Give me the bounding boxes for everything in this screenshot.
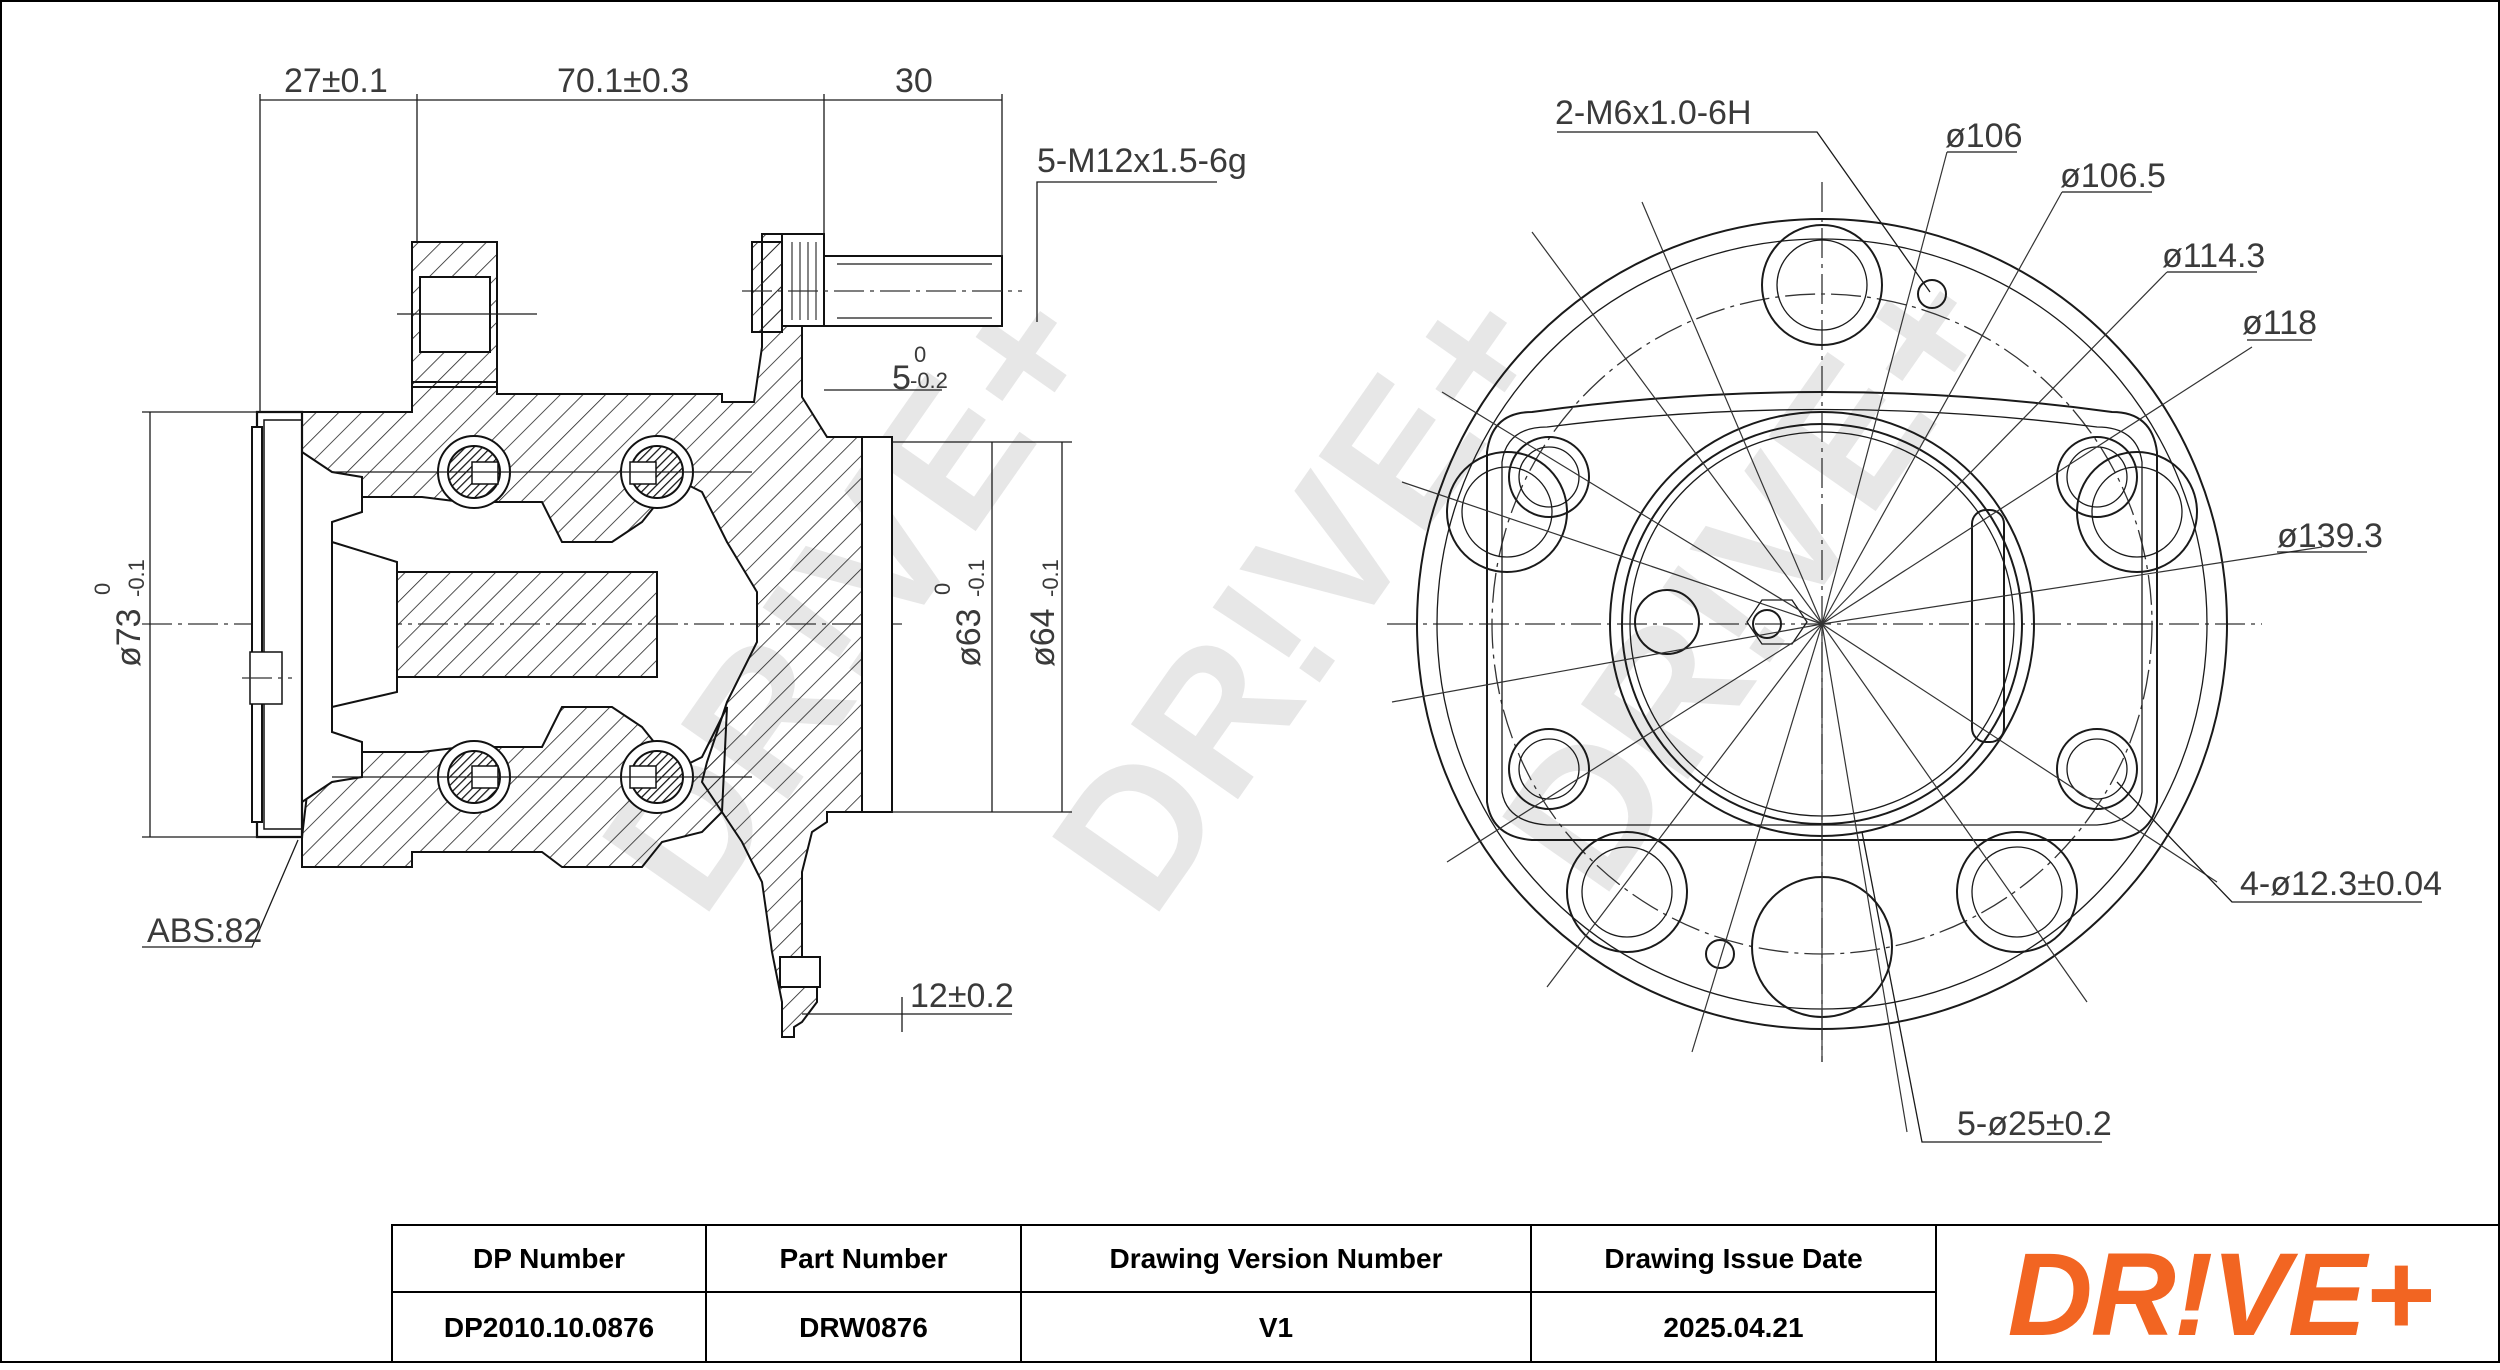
value-part-number: DRW0876 xyxy=(707,1293,1022,1363)
watermark-3: DR!VE+ xyxy=(1462,229,2038,926)
header-dp-number: DP Number xyxy=(393,1226,707,1293)
dim-dia63-zero: 0 xyxy=(930,583,955,595)
dim-dia63-tol: -0.1 xyxy=(964,559,989,597)
dim-holes4: 4-ø12.3±0.04 xyxy=(2240,865,2442,903)
dim-dia73-zero: 0 xyxy=(90,583,115,595)
front-view: 2-M6x1.0-6H ø106 ø106.5 ø114.3 ø118 ø139… xyxy=(1387,94,2442,1143)
header-drawing-version: Drawing Version Number xyxy=(1022,1226,1532,1293)
header-issue-date: Drawing Issue Date xyxy=(1532,1226,1937,1293)
dim-abs: ABS:82 xyxy=(147,912,262,950)
dim-27: 27±0.1 xyxy=(284,62,388,100)
dim-5: 5 xyxy=(892,359,911,397)
dim-5-lower: -0.2 xyxy=(910,368,948,393)
dim-dia106-5: ø106.5 xyxy=(2060,157,2166,195)
mounting-holes xyxy=(1508,436,2138,810)
dim-dia64: ø64 xyxy=(1024,608,1062,667)
logo-cell: DR!VE+ xyxy=(1939,1226,2500,1363)
drive-logo: DR!VE+ xyxy=(2007,1228,2433,1361)
title-block: DP Number Part Number Drawing Version Nu… xyxy=(391,1224,2500,1363)
dim-30: 30 xyxy=(895,62,933,100)
value-issue-date: 2025.04.21 xyxy=(1532,1293,1937,1363)
dim-dia114: ø114.3 xyxy=(2162,237,2265,275)
dim-12: 12±0.2 xyxy=(910,977,1014,1015)
dim-5-upper: 0 xyxy=(914,342,926,367)
dim-thread-hole: 2-M6x1.0-6H xyxy=(1555,94,1752,132)
dim-thread-stud: 5-M12x1.5-6g xyxy=(1037,142,1247,180)
value-dp-number: DP2010.10.0876 xyxy=(393,1293,707,1363)
section-view: 27±0.1 70.1±0.3 30 5-M12x1.5-6g 5 0 -0.2… xyxy=(90,62,1247,1038)
dim-dia63: ø63 xyxy=(950,608,988,667)
dim-dia73: ø73 xyxy=(110,608,148,667)
dim-dia73-tol: -0.1 xyxy=(124,559,149,597)
flange-lobes xyxy=(1446,224,2198,1018)
flange-plate xyxy=(861,436,893,813)
dim-dia118: ø118 xyxy=(2242,304,2317,342)
dim-dia64-tol: -0.1 xyxy=(1038,559,1063,597)
dim-dia139: ø139.3 xyxy=(2277,517,2383,555)
wheel-stud-knurl xyxy=(781,233,825,327)
hub-body-lower xyxy=(301,706,728,868)
mount-plate xyxy=(1486,391,2158,841)
value-drawing-version: V1 xyxy=(1022,1293,1532,1363)
dim-holes5: 5-ø25±0.2 xyxy=(1957,1105,2112,1143)
dim-70: 70.1±0.3 xyxy=(557,62,689,100)
header-part-number: Part Number xyxy=(707,1226,1022,1293)
dim-dia106: ø106 xyxy=(1945,117,2023,155)
